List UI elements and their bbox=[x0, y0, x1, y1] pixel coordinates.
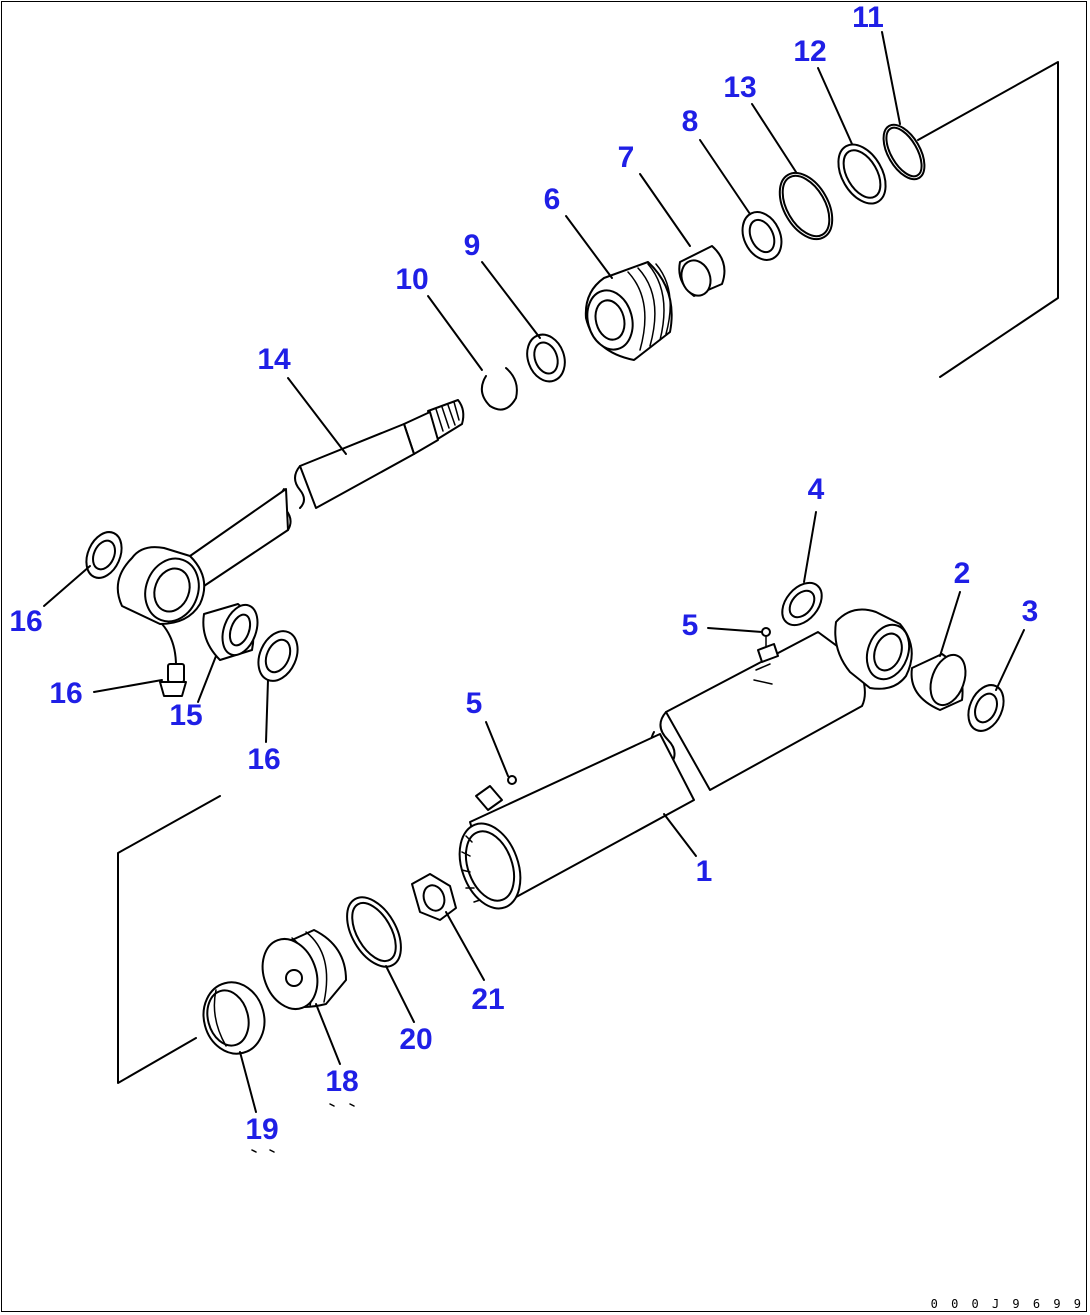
wear-ring-19 bbox=[202, 981, 266, 1055]
callout-2[interactable]: 2 bbox=[953, 557, 971, 590]
grease-fitting-5-head bbox=[757, 627, 779, 663]
lower-group-bracket bbox=[117, 795, 221, 1084]
callout-4[interactable]: 4 bbox=[807, 473, 825, 506]
callout-15[interactable]: 15 bbox=[169, 699, 203, 732]
callout-21[interactable]: 21 bbox=[471, 983, 505, 1016]
nut-21 bbox=[411, 873, 457, 921]
callout-7[interactable]: 7 bbox=[617, 141, 635, 174]
leader-lines bbox=[43, 31, 1025, 1153]
callout-12[interactable]: 12 bbox=[793, 35, 827, 68]
dust-seal-4 bbox=[781, 581, 823, 627]
callout-18[interactable]: 18 bbox=[325, 1065, 359, 1098]
ring-20 bbox=[346, 896, 402, 968]
callout-14[interactable]: 14 bbox=[257, 343, 291, 376]
o-ring-13-inner bbox=[781, 174, 831, 238]
callout-1[interactable]: 1 bbox=[695, 855, 713, 888]
cylinder-tube bbox=[458, 608, 913, 910]
grease-fitting-17 bbox=[159, 663, 187, 697]
backup-ring-12-inner bbox=[842, 149, 882, 199]
ring-9 bbox=[526, 333, 566, 383]
snap-ring-10 bbox=[480, 367, 518, 411]
callout-10[interactable]: 10 bbox=[395, 263, 429, 296]
dust-seal-16-right bbox=[257, 630, 299, 682]
piston-18 bbox=[261, 929, 347, 1010]
callout-5-tube[interactable]: 5 bbox=[465, 687, 483, 720]
callout-16-right[interactable]: 16 bbox=[247, 743, 281, 776]
buffer-ring-8 bbox=[741, 211, 783, 261]
callout-16-left[interactable]: 16 bbox=[9, 605, 43, 638]
bushing-2 bbox=[910, 653, 967, 711]
callout-11[interactable]: 11 bbox=[852, 1, 884, 34]
callout-3[interactable]: 3 bbox=[1021, 595, 1039, 628]
grease-fitting-5-tube bbox=[507, 775, 517, 785]
piston-rod bbox=[116, 399, 465, 667]
ring-11-inner bbox=[885, 126, 923, 178]
dust-seal-3 bbox=[967, 684, 1005, 732]
callout-8[interactable]: 8 bbox=[681, 105, 699, 138]
callout-19[interactable]: 19 bbox=[245, 1113, 279, 1146]
bushing-15 bbox=[202, 603, 259, 661]
callout-5-head[interactable]: 5 bbox=[681, 609, 699, 642]
ring-11 bbox=[882, 123, 926, 181]
callout-13[interactable]: 13 bbox=[723, 71, 757, 104]
dust-seal-16-left bbox=[85, 531, 123, 579]
callout-17[interactable]: 16 bbox=[49, 677, 83, 710]
drawing-code: 0 0 0 J 9 6 9 9 bbox=[930, 1297, 1084, 1311]
backup-ring-12 bbox=[837, 143, 887, 205]
callout-20[interactable]: 20 bbox=[399, 1023, 433, 1056]
callout-6[interactable]: 6 bbox=[543, 183, 561, 216]
bushing-7 bbox=[678, 245, 726, 297]
callout-9[interactable]: 9 bbox=[463, 229, 481, 262]
o-ring-13 bbox=[778, 171, 834, 241]
cylinder-head-6 bbox=[584, 261, 673, 361]
upper-group-bracket bbox=[917, 61, 1059, 378]
ring-20-inner bbox=[351, 902, 397, 962]
